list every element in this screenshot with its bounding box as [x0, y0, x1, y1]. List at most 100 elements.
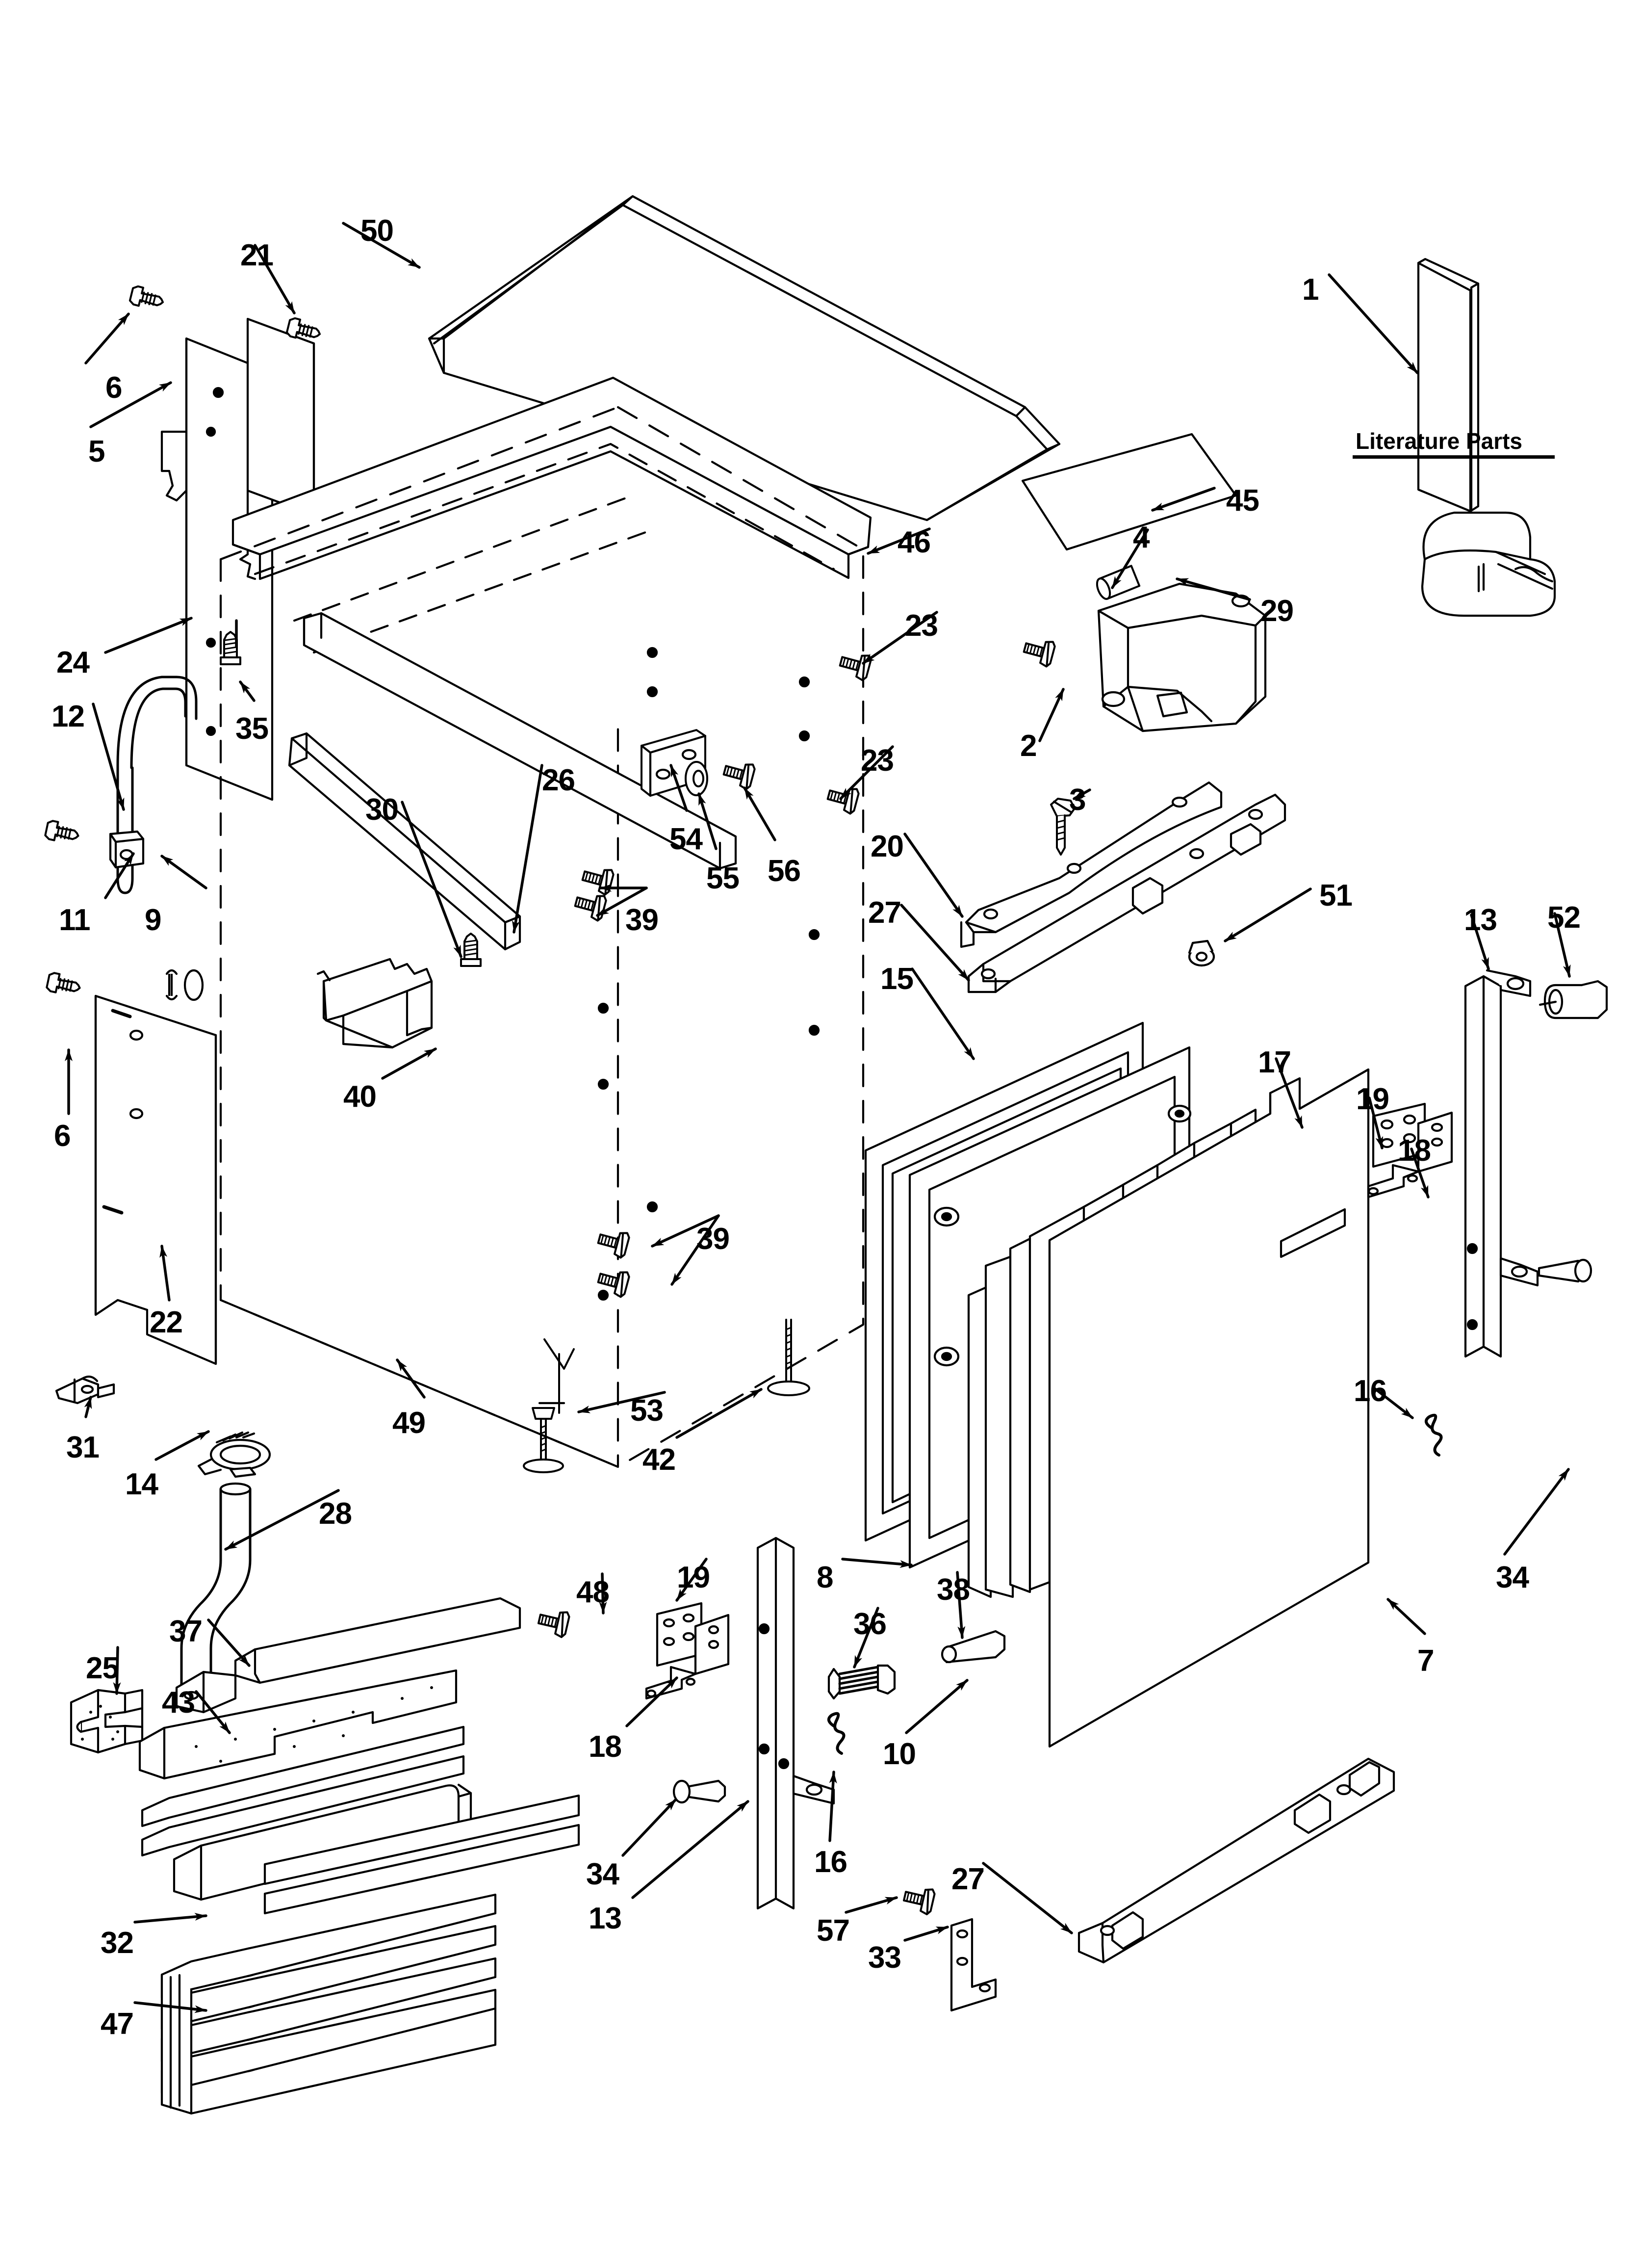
tension-spring: [827, 1664, 896, 1700]
callout-34: 34: [1496, 1561, 1529, 1594]
side-rail: [288, 732, 521, 951]
hose-clamp: [197, 1431, 271, 1478]
door-channel-left: [756, 1537, 835, 1910]
callout-5: 5: [88, 435, 105, 469]
lower-rail-rear: [1078, 1757, 1395, 1964]
angle-bracket: [950, 1918, 997, 2012]
insulation-pad: [1021, 433, 1237, 551]
callout-11: 11: [59, 903, 91, 937]
end-block: [70, 1689, 144, 1754]
callout-45: 45: [1226, 484, 1259, 518]
rear-panel: [94, 969, 217, 1365]
hinge-bracket-upper: [1367, 1111, 1453, 1199]
grille-louver: [160, 1893, 497, 2115]
drawer-side-board: [138, 1669, 458, 1780]
callout-21: 21: [240, 238, 274, 272]
drain-hose: [180, 1482, 252, 1709]
callout-48: 48: [576, 1575, 610, 1609]
callout-25: 25: [86, 1651, 119, 1685]
callout-6: 6: [105, 371, 122, 405]
top-panel: [428, 195, 1061, 521]
rail-arm: [960, 781, 1223, 948]
callout-55: 55: [706, 861, 740, 895]
handle-rod: [116, 676, 198, 894]
callout-8: 8: [817, 1561, 833, 1594]
callout-54: 54: [669, 822, 703, 856]
callout-2: 2: [1020, 729, 1037, 763]
callout-40: 40: [343, 1080, 377, 1114]
callout-18: 18: [589, 1730, 622, 1764]
callout-18: 18: [1398, 1134, 1431, 1168]
callout-10: 10: [883, 1737, 916, 1771]
callout-31: 31: [66, 1431, 100, 1464]
top-trim: [231, 376, 872, 580]
callout-28: 28: [319, 1497, 352, 1531]
drawer-top-rail: [175, 1597, 521, 1714]
pivot-pin-right: [1538, 1258, 1592, 1283]
cabinet-left-plate: [239, 317, 315, 580]
callout-51: 51: [1319, 879, 1353, 912]
callout-16: 16: [814, 1845, 847, 1879]
callout-32: 32: [101, 1926, 134, 1960]
cabinet-outline: [219, 406, 865, 1468]
callout-49: 49: [392, 1406, 426, 1440]
callout-22: 22: [150, 1305, 183, 1339]
callout-35: 35: [235, 712, 269, 746]
callout-43: 43: [162, 1686, 195, 1720]
hose-clip: [55, 1375, 115, 1405]
handle-bracket: [1097, 582, 1267, 732]
leveling-leg-long: [767, 1319, 810, 1396]
callout-7: 7: [1417, 1644, 1434, 1678]
roller-pin: [941, 1630, 1006, 1664]
callout-12: 12: [51, 700, 85, 733]
leveling-leg-short: [523, 1407, 564, 1473]
callout-57: 57: [817, 1914, 850, 1948]
roller-bushing: [1539, 980, 1608, 1019]
callout-16: 16: [1354, 1374, 1387, 1408]
callout-13: 13: [1464, 903, 1497, 937]
callout-26: 26: [542, 763, 575, 797]
callout-24: 24: [56, 646, 90, 679]
callout-39: 39: [625, 903, 659, 937]
door-channel-right: [1464, 969, 1539, 1358]
callout-23: 23: [861, 744, 894, 778]
callout-33: 33: [868, 1941, 901, 1975]
lower-rail-front: [967, 793, 1286, 993]
callout-1: 1: [1302, 273, 1319, 307]
callout-9: 9: [145, 903, 161, 937]
callout-36: 36: [853, 1607, 887, 1641]
drawer-rail-stack: [141, 1725, 465, 1857]
callout-27: 27: [868, 896, 901, 930]
callout-3: 3: [1069, 783, 1086, 817]
callout-50: 50: [360, 214, 394, 248]
callout-42: 42: [642, 1443, 676, 1477]
callout-4: 4: [1133, 521, 1150, 554]
pivot-pin-left: [672, 1779, 726, 1804]
drawer-top-board: [263, 1794, 580, 1915]
handle-clamp: [109, 830, 145, 869]
callout-6: 6: [54, 1119, 71, 1153]
literature-parts-caption: Literature Parts: [1356, 428, 1523, 454]
callout-52: 52: [1547, 901, 1581, 935]
callout-19: 19: [1356, 1082, 1389, 1116]
callout-39: 39: [696, 1222, 730, 1256]
callout-29: 29: [1260, 594, 1294, 628]
door-panel-front: [1048, 1068, 1370, 1748]
callout-15: 15: [880, 962, 914, 996]
callout-37: 37: [169, 1615, 203, 1648]
retainer-clip-lower: [827, 1712, 846, 1755]
callout-23: 23: [905, 609, 938, 643]
callout-27: 27: [951, 1862, 985, 1896]
literature-booklet: [1417, 258, 1480, 513]
rail-bumper: [1188, 939, 1215, 967]
callout-53: 53: [630, 1394, 664, 1428]
callout-34: 34: [586, 1857, 619, 1891]
callout-47: 47: [101, 2007, 134, 2041]
literature-parts-underline: [1353, 455, 1555, 459]
callout-19: 19: [677, 1561, 710, 1594]
drain-trough: [316, 958, 433, 1049]
callout-14: 14: [125, 1467, 158, 1501]
callout-46: 46: [898, 525, 931, 559]
flat-washer: [685, 761, 708, 796]
